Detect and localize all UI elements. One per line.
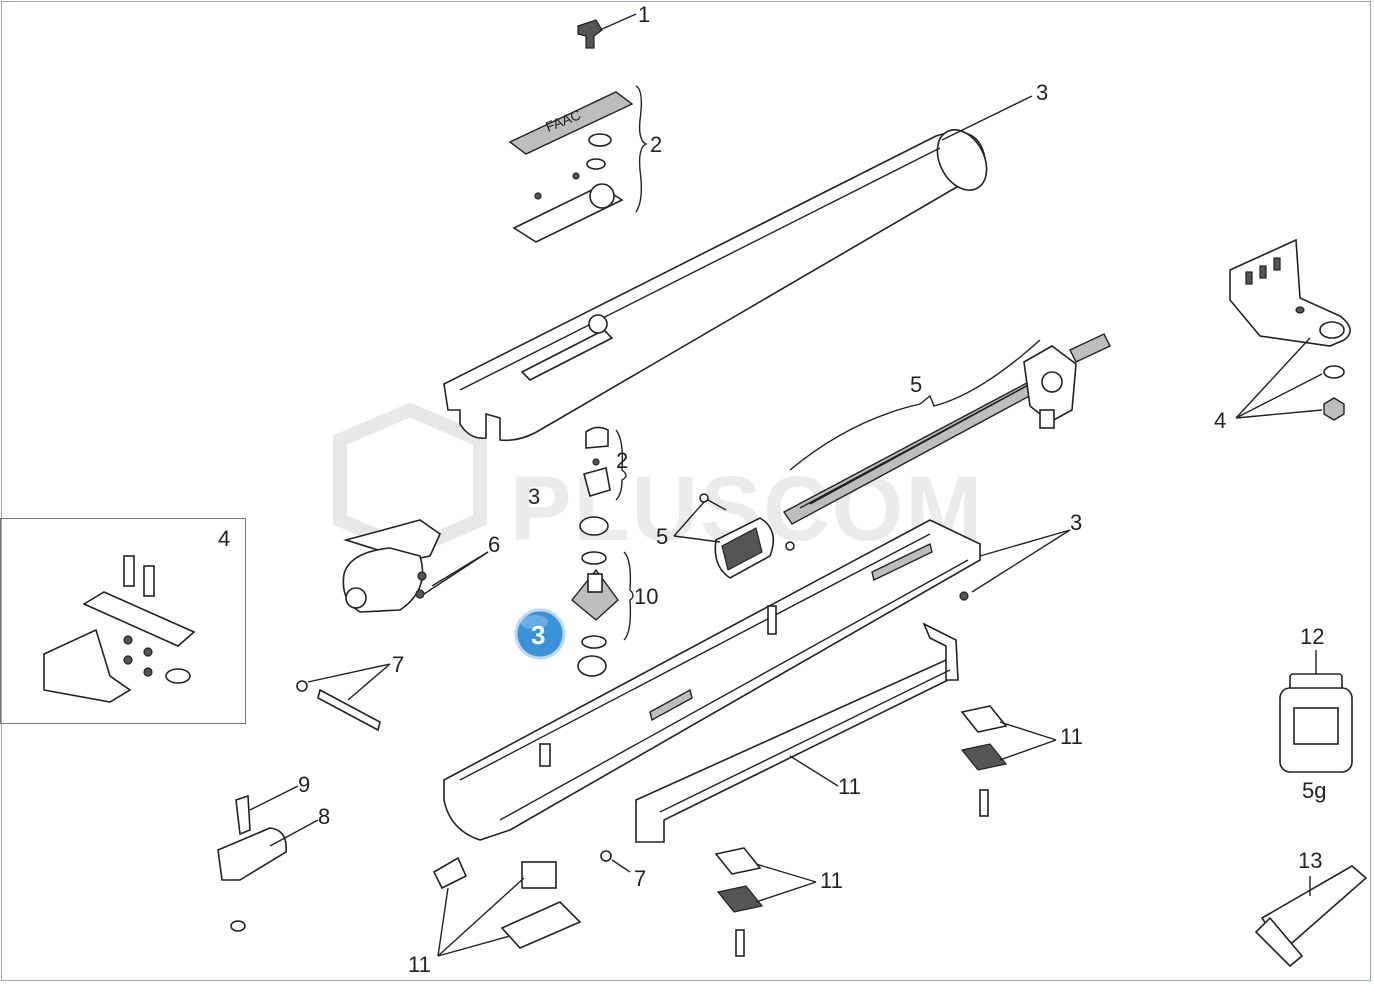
callout-7-bottom: 7: [634, 866, 646, 891]
grease-weight-label: 5g: [1302, 778, 1326, 803]
part-arm-clamp: [217, 785, 319, 932]
part-pin-left: [296, 663, 391, 732]
badge-number: 3: [531, 620, 545, 650]
part-front-bracket-kit: [43, 555, 196, 703]
inset-box-bracket-kit: [0, 518, 246, 724]
callout-5-top: 5: [910, 372, 922, 397]
callout-3-mid: 3: [528, 484, 540, 509]
callout-2-top: 2: [650, 132, 662, 157]
callout-11-right-bottom: 11: [820, 868, 843, 893]
part-main-cover: [443, 95, 1033, 442]
part-cover-kit: FAAC: [508, 85, 648, 243]
part-gear-stack: [571, 426, 634, 677]
part-rear-bracket: [1229, 238, 1351, 421]
callout-8: 8: [318, 804, 330, 829]
callout-1: 1: [638, 2, 650, 27]
callout-labels: 1 2 3 4 5 2 3 5 3 4 6 10 7 11 11 9 8 7 1…: [218, 2, 1326, 977]
part-rail: [635, 622, 959, 843]
part-knob: [577, 13, 637, 49]
callout-4-inset: 4: [218, 526, 230, 551]
part-grease-tube: [1254, 865, 1368, 968]
part-motor: [342, 519, 489, 613]
callout-11-rail: 11: [838, 774, 861, 799]
part-plates-right: [960, 705, 1057, 817]
callout-6: 6: [488, 532, 500, 557]
part-worm-screw: [673, 333, 1111, 579]
callout-11-right-top: 11: [1060, 724, 1083, 749]
callout-11-bottom-left: 11: [408, 952, 431, 977]
callout-13: 13: [1298, 848, 1322, 873]
part-base-housing: [443, 519, 1071, 841]
part-oring-bottom: [600, 850, 631, 873]
callout-2-mid: 2: [616, 448, 628, 473]
part-plates-bottom: [714, 847, 817, 957]
callout-3-right: 3: [1070, 510, 1082, 535]
part-small-parts: [432, 856, 582, 957]
callout-4-right: 4: [1214, 408, 1226, 433]
callout-7-left: 7: [392, 652, 404, 677]
callout-12: 12: [1300, 624, 1324, 649]
callout-10: 10: [634, 584, 658, 609]
callout-9: 9: [298, 772, 310, 797]
part-grease-jar: [1279, 650, 1353, 773]
callout-5-mid: 5: [656, 524, 668, 549]
callout-3-top: 3: [1036, 80, 1048, 105]
position-badge[interactable]: 3: [514, 608, 566, 660]
